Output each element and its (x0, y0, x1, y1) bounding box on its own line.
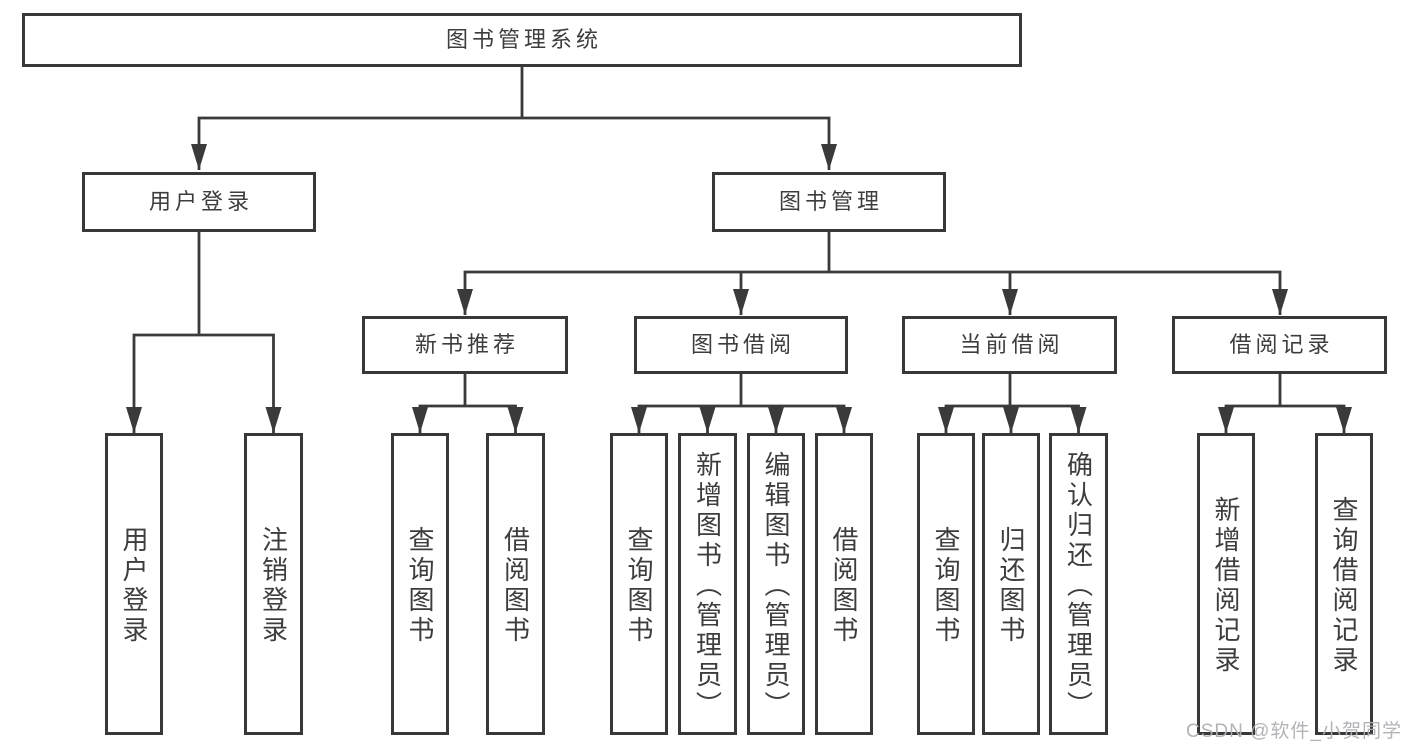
node-leaf-br-query-record: 查询借阅记录 (1315, 433, 1373, 735)
node-book-mgmt-label: 图书管理 (778, 189, 883, 214)
leaf-label: 借阅图书 (829, 526, 859, 646)
leaf-label: 查询图书 (931, 526, 961, 646)
node-leaf-bb-borrow-books: 借阅图书 (815, 433, 873, 735)
node-leaf-bb-query-books: 查询图书 (610, 433, 668, 735)
node-leaf-bb-add-books: 新增图书（管理员） (678, 433, 737, 735)
connector-current-borrow-to-leaves (938, 374, 1087, 433)
connector-user-login-to-leaves (126, 232, 282, 433)
node-root: 图书管理系统 (22, 13, 1022, 67)
arrowhead (699, 407, 716, 433)
node-leaf-nbr-query-books: 查询图书 (391, 433, 449, 735)
arrowhead (1002, 289, 1018, 315)
leaf-label: 查询图书 (405, 526, 435, 646)
connector-book-borrow-to-leaves (631, 374, 852, 433)
node-leaf-cb-query-books: 查询图书 (917, 433, 975, 735)
connector-root-to-level2 (191, 67, 837, 170)
arrowhead (733, 289, 749, 315)
node-leaf-logout: 注销登录 (244, 433, 303, 735)
arrowhead (507, 407, 524, 433)
leaf-label: 新增图书（管理员） (692, 451, 723, 721)
node-current-borrow-label: 当前借阅 (959, 332, 1064, 357)
node-leaf-cb-return-books: 归还图书 (982, 433, 1040, 735)
leaf-label: 查询借阅记录 (1329, 496, 1359, 676)
node-leaf-nbr-borrow-books: 借阅图书 (486, 433, 545, 735)
leaf-label: 借阅图书 (500, 526, 531, 646)
node-current-borrow: 当前借阅 (902, 316, 1117, 374)
connector-new-book-rec-to-leaves (412, 374, 524, 433)
node-user-login: 用户登录 (82, 172, 316, 232)
connector-book-mgmt-to-level3 (457, 232, 1288, 315)
arrowhead (1070, 407, 1087, 433)
node-borrow-records-label: 借阅记录 (1229, 332, 1334, 357)
arrowhead (457, 289, 473, 315)
arrowhead (1218, 407, 1234, 433)
arrowhead (938, 407, 954, 433)
node-book-borrow-label: 图书借阅 (690, 332, 795, 357)
node-root-label: 图书管理系统 (445, 27, 602, 52)
leaf-label: 用户登录 (119, 526, 149, 646)
leaf-label: 编辑图书（管理员） (761, 451, 791, 721)
arrowhead (191, 144, 207, 170)
node-book-borrow: 图书借阅 (634, 316, 848, 374)
arrowhead (265, 407, 282, 433)
leaf-label: 确认归还（管理员） (1063, 451, 1094, 721)
connector-borrow-records-to-leaves (1218, 374, 1352, 433)
arrowhead (1336, 407, 1352, 433)
csdn-watermark: CSDN @软件_小贺同学 (1186, 721, 1402, 742)
arrowhead (1003, 407, 1019, 433)
arrowhead (821, 144, 837, 170)
leaf-label: 新增借阅记录 (1211, 496, 1241, 676)
node-user-login-label: 用户登录 (148, 189, 253, 214)
arrowhead (631, 407, 647, 433)
node-new-book-rec: 新书推荐 (362, 316, 568, 374)
node-borrow-records: 借阅记录 (1172, 316, 1387, 374)
leaf-label: 归还图书 (996, 526, 1026, 646)
node-leaf-user-login: 用户登录 (105, 433, 163, 735)
node-book-mgmt: 图书管理 (712, 172, 946, 232)
leaf-label: 注销登录 (258, 526, 289, 646)
arrowhead (836, 407, 852, 433)
arrowhead (768, 407, 784, 433)
node-leaf-br-add-record: 新增借阅记录 (1197, 433, 1255, 735)
arrowhead (126, 407, 142, 433)
node-new-book-rec-label: 新书推荐 (414, 332, 519, 357)
leaf-label: 查询图书 (624, 526, 654, 646)
node-leaf-bb-edit-books: 编辑图书（管理员） (747, 433, 805, 735)
node-leaf-cb-confirm-return: 确认归还（管理员） (1049, 433, 1108, 735)
arrowhead (412, 407, 428, 433)
arrowhead (1272, 289, 1288, 315)
